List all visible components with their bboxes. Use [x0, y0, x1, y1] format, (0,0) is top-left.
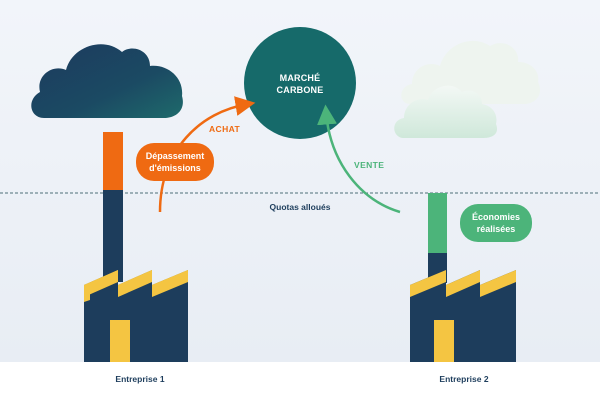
sell-arrow	[317, 104, 401, 214]
carbon-market-line-2: CARBONE	[276, 85, 324, 95]
savings-badge-line-1: Économies	[471, 212, 520, 222]
ground-strip	[0, 362, 600, 400]
savings-badge: Économies réalisées	[460, 204, 532, 242]
chimney-1	[103, 190, 123, 282]
chimney-excess-segment	[103, 132, 123, 190]
buy-label: ACHAT	[209, 124, 241, 134]
chimney-savings-segment	[428, 193, 447, 253]
carbon-market-label: MARCHÉ CARBONE	[246, 72, 354, 96]
excess-emissions-badge: Dépassement d'émissions	[136, 143, 214, 181]
factory-1-icon	[84, 270, 188, 362]
buy-arrow	[158, 96, 256, 213]
dark-cloud-icon	[31, 44, 183, 118]
company-1-label: Entreprise 1	[115, 374, 165, 384]
quota-threshold-label: Quotas alloués	[269, 202, 331, 212]
carbon-market-line-1: MARCHÉ	[279, 73, 321, 83]
savings-badge-line-2: réalisées	[476, 224, 516, 234]
company-2-label: Entreprise 2	[439, 374, 489, 384]
sell-label: VENTE	[354, 160, 385, 170]
excess-badge-line-2: d'émissions	[149, 163, 201, 173]
factory-2-icon	[410, 270, 516, 362]
excess-badge-line-1: Dépassement	[145, 151, 205, 161]
light-cloud-icon	[394, 40, 541, 138]
